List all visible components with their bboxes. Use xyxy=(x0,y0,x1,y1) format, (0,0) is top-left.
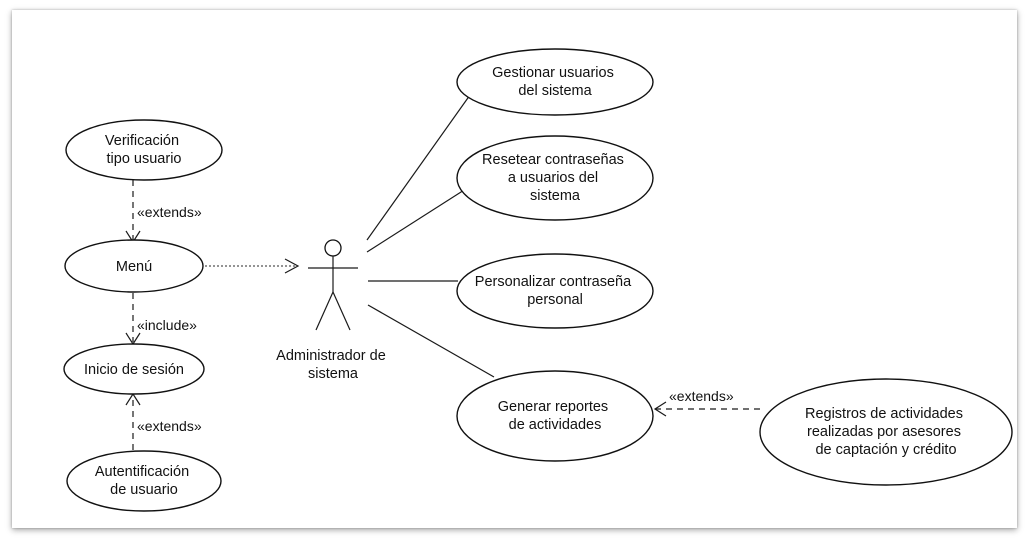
arrowhead-menu-actor xyxy=(284,258,300,274)
use-case-gestionar: Gestionar usuarios del sistema xyxy=(456,48,654,116)
svg-text:Gestionar usuarios del s: Gestionar usuarios del sistema xyxy=(492,65,618,99)
svg-text:Personalizar contraseña: Personalizar contraseña personal xyxy=(475,274,635,308)
assoc-resetear xyxy=(366,184,473,253)
use-case-autentificacion: Autentificación de usuario xyxy=(66,450,222,512)
use-case-generar: Generar reportes de actividades xyxy=(456,370,654,462)
use-case-personalizar: Personalizar contraseña personal xyxy=(456,253,654,329)
arrowhead-extends-generar xyxy=(653,401,667,417)
svg-text:Generar reportes de acti: Generar reportes de actividades xyxy=(498,399,612,433)
use-case-menu: Menú xyxy=(64,239,204,293)
svg-text:Autentificación de usuar: Autentificación de usuario xyxy=(95,464,193,498)
svg-text:Inicio de sesión: Inicio de sesión xyxy=(84,362,184,378)
assoc-generar xyxy=(367,304,495,378)
use-case-verificacion: Verificación tipo usuario xyxy=(65,119,223,181)
use-case-resetear: Resetear contraseñas a usuarios del sist… xyxy=(456,135,654,221)
svg-text:Registros de actividades: Registros de actividades realizadas por … xyxy=(805,406,967,458)
svg-text:Resetear contraseñas a u: Resetear contraseñas a usuarios del sist… xyxy=(482,152,628,204)
use-case-registros: Registros de actividades realizadas por … xyxy=(759,378,1013,486)
svg-text:Verificación tipo usuari: Verificación tipo usuario xyxy=(105,133,183,167)
actor-label: Administrador de sistema xyxy=(276,348,390,382)
svg-text:Menú: Menú xyxy=(116,259,152,275)
stereotype-include: «include» xyxy=(137,317,197,333)
use-case-inicio: Inicio de sesión xyxy=(63,343,205,395)
stereotype-extends-right: «extends» xyxy=(669,388,734,404)
assoc-gestionar xyxy=(366,94,471,241)
stereotype-extends-bottom: «extends» xyxy=(137,418,202,434)
actor-figure xyxy=(308,239,358,331)
stereotype-extends-top: «extends» xyxy=(137,204,202,220)
